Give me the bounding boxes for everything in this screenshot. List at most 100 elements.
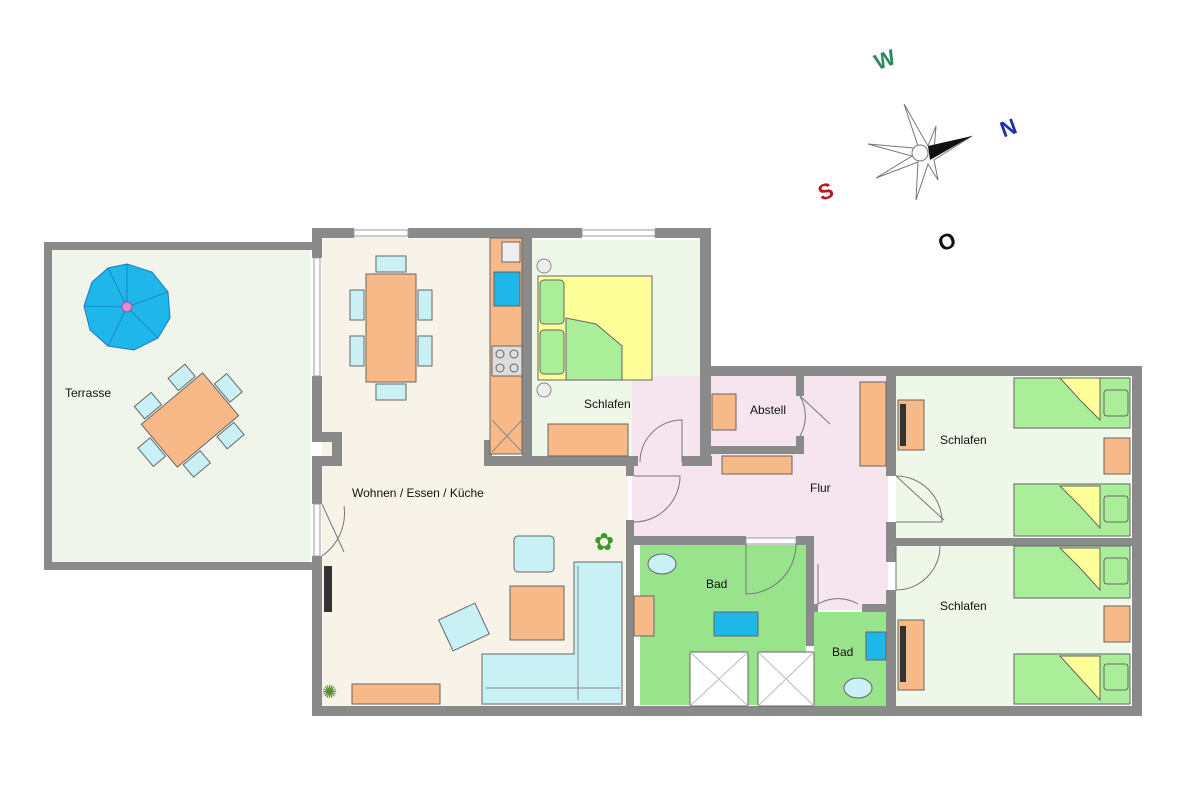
door-swing [633, 475, 681, 523]
wall-segment [312, 456, 322, 504]
compass-center [911, 144, 929, 162]
dining-table [365, 273, 417, 383]
windows [313, 229, 797, 557]
washbasin-icon [713, 611, 759, 637]
hall-furniture [711, 381, 887, 475]
blanket-icon [1058, 655, 1101, 702]
compass-south: S [814, 177, 836, 206]
window [313, 503, 321, 557]
chair-icon [133, 391, 163, 420]
lamp-icon [536, 382, 552, 398]
burner-icon [509, 349, 519, 359]
wall-segment [886, 590, 896, 716]
door-swing [895, 545, 941, 591]
wall-segment [806, 536, 814, 646]
wall-segment [806, 604, 818, 612]
label-terrace: Terrasse [65, 386, 111, 400]
nightstand [1103, 605, 1131, 643]
sink-icon [493, 271, 521, 307]
cabinet-icon [633, 595, 655, 637]
wall-segment [655, 228, 711, 238]
compass-north: N [997, 113, 1020, 142]
tv-stand [351, 683, 441, 705]
door-swing [817, 564, 859, 605]
parasol-ribs [83, 264, 169, 347]
chair-icon [216, 421, 245, 450]
compass-east: O [935, 227, 960, 256]
wall-segment [886, 538, 1142, 546]
wall-segment [682, 456, 712, 466]
window [745, 537, 797, 545]
window [581, 229, 656, 237]
chair-icon [417, 289, 433, 321]
bedroom-right-furniture [897, 377, 1131, 705]
wall-segment [312, 228, 354, 238]
burner-icon [495, 363, 505, 373]
window [353, 229, 409, 237]
wardrobe [547, 423, 629, 457]
door-swing [321, 503, 345, 557]
wall-segment [312, 456, 342, 466]
wall-segment [484, 440, 492, 464]
room-labels: Terrasse Wohnen / Essen / Küche Schlafen… [65, 386, 987, 659]
wall-segment [484, 456, 638, 466]
wall-segment [700, 228, 711, 464]
chair-icon [213, 372, 243, 403]
chair-icon [375, 255, 407, 273]
burner-icon [509, 363, 519, 373]
shower-drain-lines [757, 651, 815, 707]
compass-rose-icon: W N S O [814, 44, 1020, 256]
wall-segment [312, 706, 1142, 716]
armchair-icon [438, 602, 490, 652]
pillow-icon [1103, 557, 1129, 585]
plant-icon: ✿ [594, 529, 614, 556]
door-swing [639, 419, 683, 463]
wall-segment [44, 562, 312, 570]
wall-segment [626, 536, 746, 545]
wall-segment [862, 604, 896, 612]
toilet-icon [647, 553, 677, 575]
wall-segment [408, 228, 538, 238]
washbasin-icon [865, 631, 887, 661]
tv-icon [900, 626, 906, 682]
door-swing [895, 475, 945, 523]
wall-segment [796, 536, 814, 545]
hall-floor-lower [812, 540, 888, 610]
window [313, 257, 321, 377]
chair-icon [417, 335, 433, 367]
plant-icon: ✺ [322, 682, 337, 702]
wall-segment [312, 228, 322, 258]
wall-segment [522, 238, 532, 460]
blanket-icon [1058, 377, 1101, 422]
living-furniture: ✿ ✺ [322, 237, 623, 705]
blanket-icon [565, 317, 623, 381]
stove-icon [491, 345, 523, 377]
pillow-icon [539, 279, 565, 325]
terrace-table-group [133, 363, 245, 478]
coffee-table [509, 585, 565, 641]
chair-icon [349, 289, 365, 321]
label-living: Wohnen / Essen / Küche [352, 486, 484, 500]
label-bedroom-right-bottom: Schlafen [940, 599, 987, 613]
wall-segment [700, 366, 1142, 376]
fridge-icon [501, 241, 521, 263]
hall-wardrobe [859, 381, 887, 467]
wall-segment [626, 466, 634, 476]
lamp-icon [536, 258, 552, 274]
chair-icon [182, 449, 212, 478]
terrace-furniture [83, 263, 245, 478]
nightstand [1103, 437, 1131, 475]
label-bedroom-right-top: Schlafen [940, 433, 987, 447]
chair-icon [167, 363, 196, 392]
door-swing [745, 543, 797, 595]
label-bath-small: Bad [832, 645, 853, 659]
parasol-center-icon [121, 301, 133, 313]
cabinet-icon [491, 419, 523, 453]
wall-segment [312, 432, 342, 442]
pillow-icon [539, 329, 565, 375]
wall-segment [312, 556, 322, 716]
wall-segment [1132, 366, 1142, 716]
pillow-icon [1103, 663, 1129, 691]
toilet-icon [843, 677, 873, 699]
